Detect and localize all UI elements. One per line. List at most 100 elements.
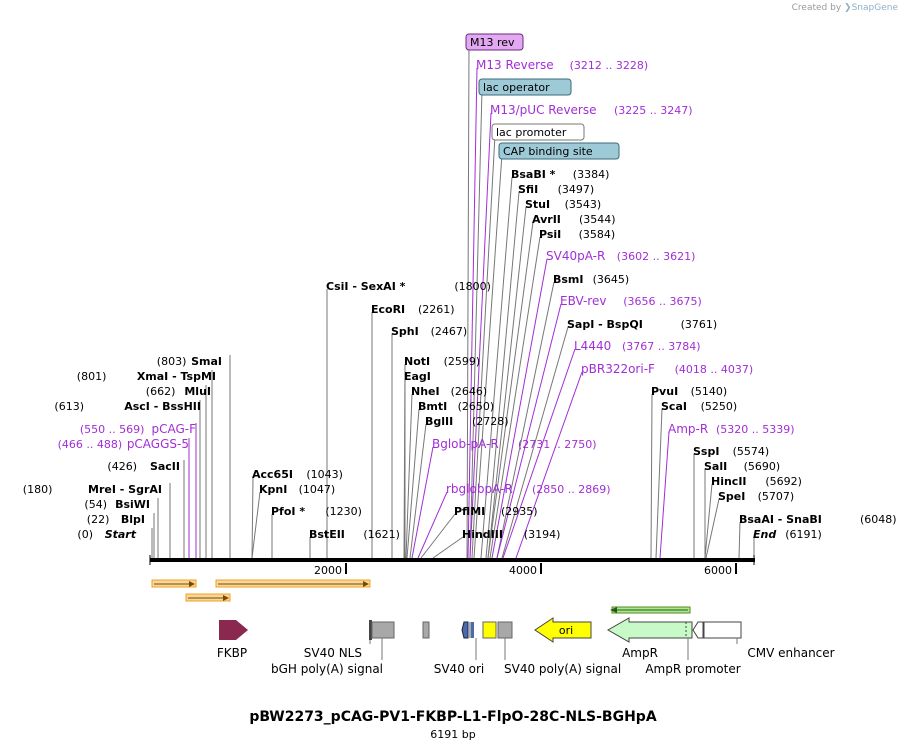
sfii-label: SfiI xyxy=(518,183,538,196)
asci-position: (613) xyxy=(54,400,84,413)
sacii-label: SacII xyxy=(150,460,180,473)
bglobpar-label: Bglob-pA-R xyxy=(432,437,499,451)
site-labels xyxy=(465,33,620,160)
connector-line xyxy=(409,423,427,559)
connector-line xyxy=(704,483,713,559)
cap-feature xyxy=(471,622,474,638)
orf-arrow-head xyxy=(189,581,195,587)
ampr-feature xyxy=(606,617,693,643)
csii-label: CsiI - SexAI * xyxy=(326,280,406,293)
avrii-label: AvrII xyxy=(532,213,561,226)
snapgene-credit: Created by ❯SnapGene xyxy=(792,3,898,13)
m13puc-label: M13/pUC Reverse xyxy=(490,103,597,117)
sapi-position: (3761) xyxy=(681,318,718,331)
stui-label: StuI xyxy=(525,198,550,211)
eagi-label: EagI xyxy=(404,370,431,383)
connector-line xyxy=(485,191,520,559)
connector-line xyxy=(496,281,555,559)
pflmi-position: (2935) xyxy=(501,505,538,518)
acc65i-label: Acc65I xyxy=(252,468,293,481)
sphi-label: SphI xyxy=(391,325,419,338)
sv40ori-feature xyxy=(482,621,497,639)
ebvrev-label: EBV-rev xyxy=(560,294,606,308)
connector-line xyxy=(705,498,720,559)
bsaai-position: (6048) xyxy=(860,513,897,526)
rbglobpa-label: rbglobpA-R xyxy=(446,482,513,496)
gray-feature xyxy=(422,621,430,639)
connector-line xyxy=(420,513,456,559)
pcagf-position: (550 .. 569) xyxy=(80,423,145,436)
blpi-position: (22) xyxy=(87,513,110,526)
sv40nls-feature xyxy=(369,620,372,640)
connector-line xyxy=(471,134,496,559)
connector-line xyxy=(469,112,492,559)
pbr322-position: (4018 .. 4037) xyxy=(675,363,754,376)
connector-line xyxy=(406,408,420,559)
cmv-label: CMV enhancer xyxy=(747,646,834,660)
connector-line xyxy=(496,303,562,559)
csii-position: (1800) xyxy=(454,280,491,293)
connector-line xyxy=(480,176,513,559)
connector-line xyxy=(432,536,464,559)
orfs xyxy=(151,579,371,602)
bsteii-label: BstEII xyxy=(309,528,345,541)
pcaggs5-label: pCAGGS-5 xyxy=(127,437,189,451)
hincii-position: (5692) xyxy=(765,475,802,488)
connector-line xyxy=(501,326,569,559)
noti-position: (2599) xyxy=(444,355,481,368)
bsmi-label: BsmI xyxy=(553,273,584,286)
pcagf-label: pCAG-F xyxy=(151,422,196,436)
amprprom-label: AmpR promoter xyxy=(645,662,740,676)
cap-label: CAP binding site xyxy=(503,145,593,158)
connector-line xyxy=(655,408,663,559)
scale-tick-label: 6000 xyxy=(704,564,732,577)
ampr_primer-label: Amp-R xyxy=(668,422,708,436)
connector-line xyxy=(650,393,653,559)
end-position: (6191) xyxy=(785,528,822,541)
orf-arrow-head xyxy=(223,595,229,601)
ori-feature xyxy=(534,617,592,643)
ecori-position: (2261) xyxy=(418,303,455,316)
hincii-label: HincII xyxy=(711,475,747,488)
connector-line xyxy=(466,44,470,559)
end-label: End xyxy=(753,528,776,541)
credit-prefix: Created by xyxy=(791,3,842,13)
sspi-label: SspI xyxy=(693,445,719,458)
xmai-label: XmaI - TspMI xyxy=(137,370,216,383)
lac-feature xyxy=(461,621,469,639)
backbone xyxy=(149,555,755,574)
lacop-label-box xyxy=(478,78,572,96)
backbone-line xyxy=(150,558,755,562)
scale-tick-label: 4000 xyxy=(509,564,537,577)
fkbp-feature xyxy=(219,620,248,640)
pbr322-label: pBR322ori-F xyxy=(581,362,655,376)
hindiii-label: HindIII xyxy=(462,528,503,541)
bglii-position: (2728) xyxy=(472,415,509,428)
mrei-label: MreI - SgrAI xyxy=(88,483,162,496)
noti-label: NotI xyxy=(404,355,430,368)
connector-line xyxy=(502,348,576,559)
plasmid-name: pBW2273_pCAG-PV1-FKBP-L1-FlpO-28C-NLS-BG… xyxy=(249,709,657,725)
pvui-label: PvuI xyxy=(651,385,678,398)
bsaai-label: BsaAI - SnaBI xyxy=(739,513,822,526)
amprprom-feature xyxy=(692,621,704,639)
sali-label: SalI xyxy=(704,460,727,473)
smai-label: SmaI xyxy=(191,355,222,368)
kpni-label: KpnI xyxy=(259,483,287,496)
bglii-label: BglII xyxy=(425,415,453,428)
connector-line xyxy=(473,153,503,559)
connector-line xyxy=(251,491,261,559)
bsmi-position: (3645) xyxy=(593,273,630,286)
scale-tick-label: 2000 xyxy=(314,564,342,577)
l4440-position: (3767 .. 3784) xyxy=(622,340,701,353)
lacprom-label: lac promoter xyxy=(496,126,567,139)
scai-position: (5250) xyxy=(701,400,738,413)
sphi-position: (2467) xyxy=(431,325,468,338)
psii-position: (3584) xyxy=(579,228,616,241)
l4440-label: L4440 xyxy=(574,339,611,353)
hindiii-position: (3194) xyxy=(524,528,561,541)
avrii-position: (3544) xyxy=(579,213,616,226)
lacprom-label-box xyxy=(491,123,585,141)
sacii-position: (426) xyxy=(107,460,137,473)
